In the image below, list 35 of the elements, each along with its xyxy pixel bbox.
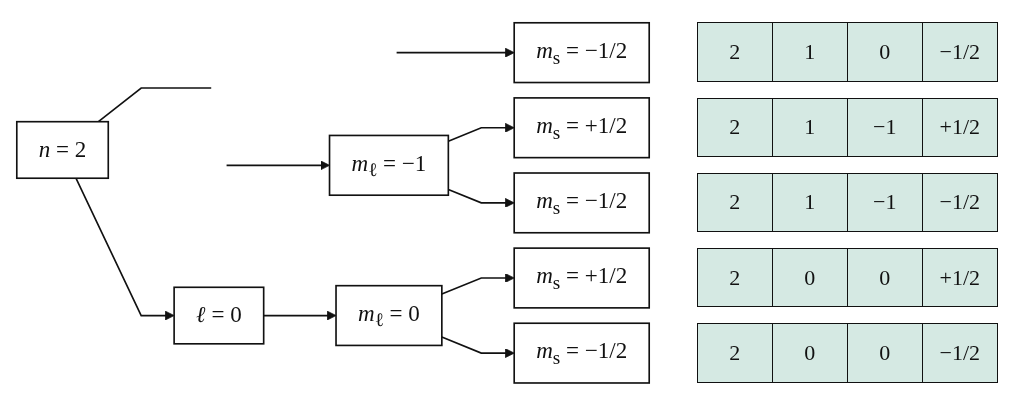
table-cell: 0 — [771, 247, 848, 308]
table-cell: 2 — [696, 172, 773, 233]
node-box: m$_{ℓ}$ = 0 — [335, 284, 443, 346]
node-box: m$_{s}$ = −1/2 — [513, 171, 651, 234]
table-cell: −1 — [846, 97, 923, 158]
arrow — [75, 177, 175, 320]
table-cell: −1/2 — [921, 22, 998, 83]
table-cell: 1 — [771, 172, 848, 233]
table-cell: −1/2 — [921, 172, 998, 233]
table-cell: 0 — [846, 247, 923, 308]
table-cell: −1/2 — [921, 322, 998, 383]
table-cell: 2 — [696, 322, 773, 383]
node-box: m$_{ℓ}$ = −1 — [328, 134, 450, 196]
table-cell: +1/2 — [921, 247, 998, 308]
node-box: m$_{s}$ = +1/2 — [513, 96, 651, 159]
table-cell: 1 — [771, 22, 848, 83]
table-cell: +1/2 — [921, 97, 998, 158]
node-box: m$_{s}$ = −1/2 — [513, 322, 651, 384]
arrow — [225, 160, 330, 170]
table-cell: −1 — [846, 172, 923, 233]
arrow — [441, 335, 515, 358]
arrow — [395, 47, 515, 58]
table-cell: 2 — [696, 22, 773, 83]
node-box: n = 2 — [15, 120, 110, 179]
node-box: m$_{s}$ = −1/2 — [513, 21, 651, 83]
table-cell: 2 — [696, 247, 773, 308]
node-box: ℓ = 0 — [173, 286, 265, 345]
table-cell: 0 — [771, 322, 848, 383]
node-box: m$_{s}$ = +1/2 — [513, 246, 651, 309]
connector — [97, 86, 213, 123]
table-cell: 0 — [846, 22, 923, 83]
arrow — [441, 272, 515, 295]
table-cell: 2 — [696, 97, 773, 158]
table-cell: 1 — [771, 97, 848, 158]
table-cell: 0 — [846, 322, 923, 383]
